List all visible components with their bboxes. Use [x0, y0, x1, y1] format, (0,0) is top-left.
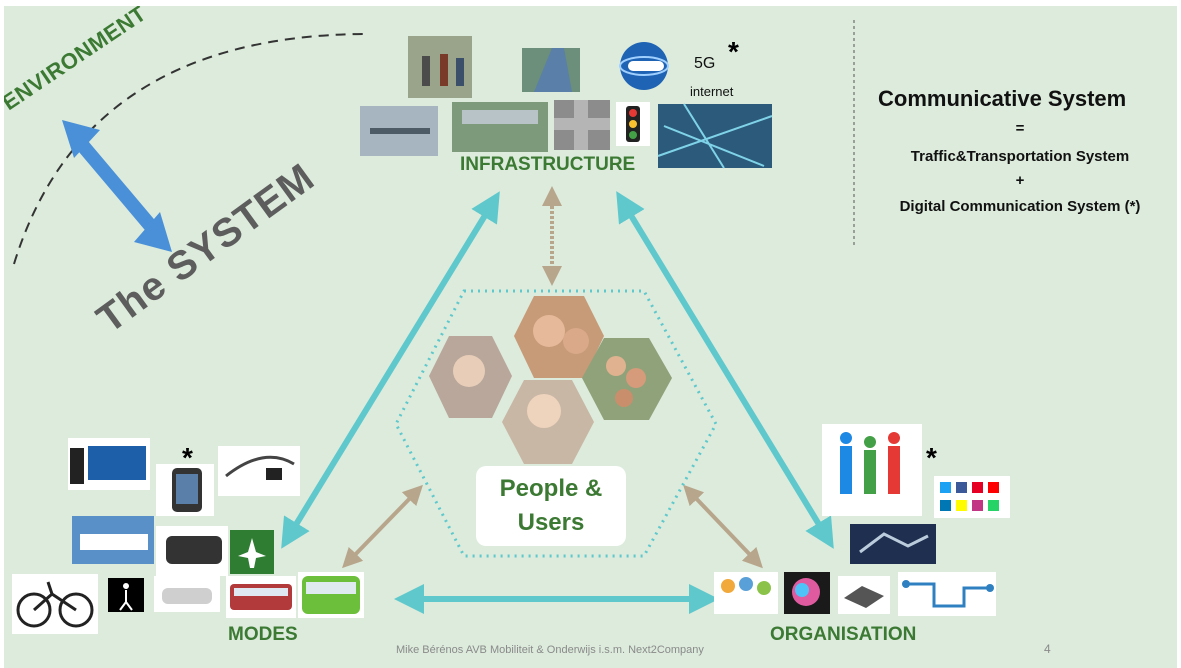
infrastructure-label: INFRASTRUCTURE: [460, 154, 636, 175]
organisation-images: [714, 424, 1010, 616]
communicative-system-title: Communicative System: [878, 86, 1127, 111]
organisation-label: ORGANISATION: [770, 624, 917, 645]
traffic-transportation-line: Traffic&Transportation System: [910, 148, 1130, 165]
asterisk-modes: *: [182, 442, 193, 473]
internet-label: internet: [690, 84, 734, 99]
modes-infrastructure-arrow: [281, 191, 500, 549]
asterisk-organisation: *: [926, 442, 937, 473]
communicative-plus: +: [1015, 172, 1025, 189]
5g-label: 5G: [694, 55, 716, 72]
infrastructure-photos: [360, 36, 773, 169]
asterisk-infrastructure: *: [728, 36, 739, 67]
people-users-label: People & Users: [476, 466, 626, 546]
digital-communication-line: Digital Communication System (*): [899, 198, 1141, 215]
organisation-infrastructure-arrow: [616, 191, 834, 549]
environment-boundary-arc: [13, 33, 365, 265]
modes-label: MODES: [228, 624, 298, 645]
page-number: 4: [1044, 642, 1051, 656]
environment-system-arrow: [72, 135, 160, 235]
communicative-equals: =: [1015, 120, 1025, 137]
people-modes-arrow: [342, 484, 423, 569]
environment-arrow-head-top: [62, 120, 100, 158]
footer-credit: Mike Bérénos AVB Mobiliteit & Onderwijs …: [396, 644, 704, 656]
environment-arrow-head-bottom: [134, 212, 172, 252]
modes-images: [12, 438, 364, 634]
people-organisation-arrow: [683, 484, 763, 569]
people-photo-cluster: [429, 296, 672, 464]
diagram-canvas: [12, 20, 1010, 634]
